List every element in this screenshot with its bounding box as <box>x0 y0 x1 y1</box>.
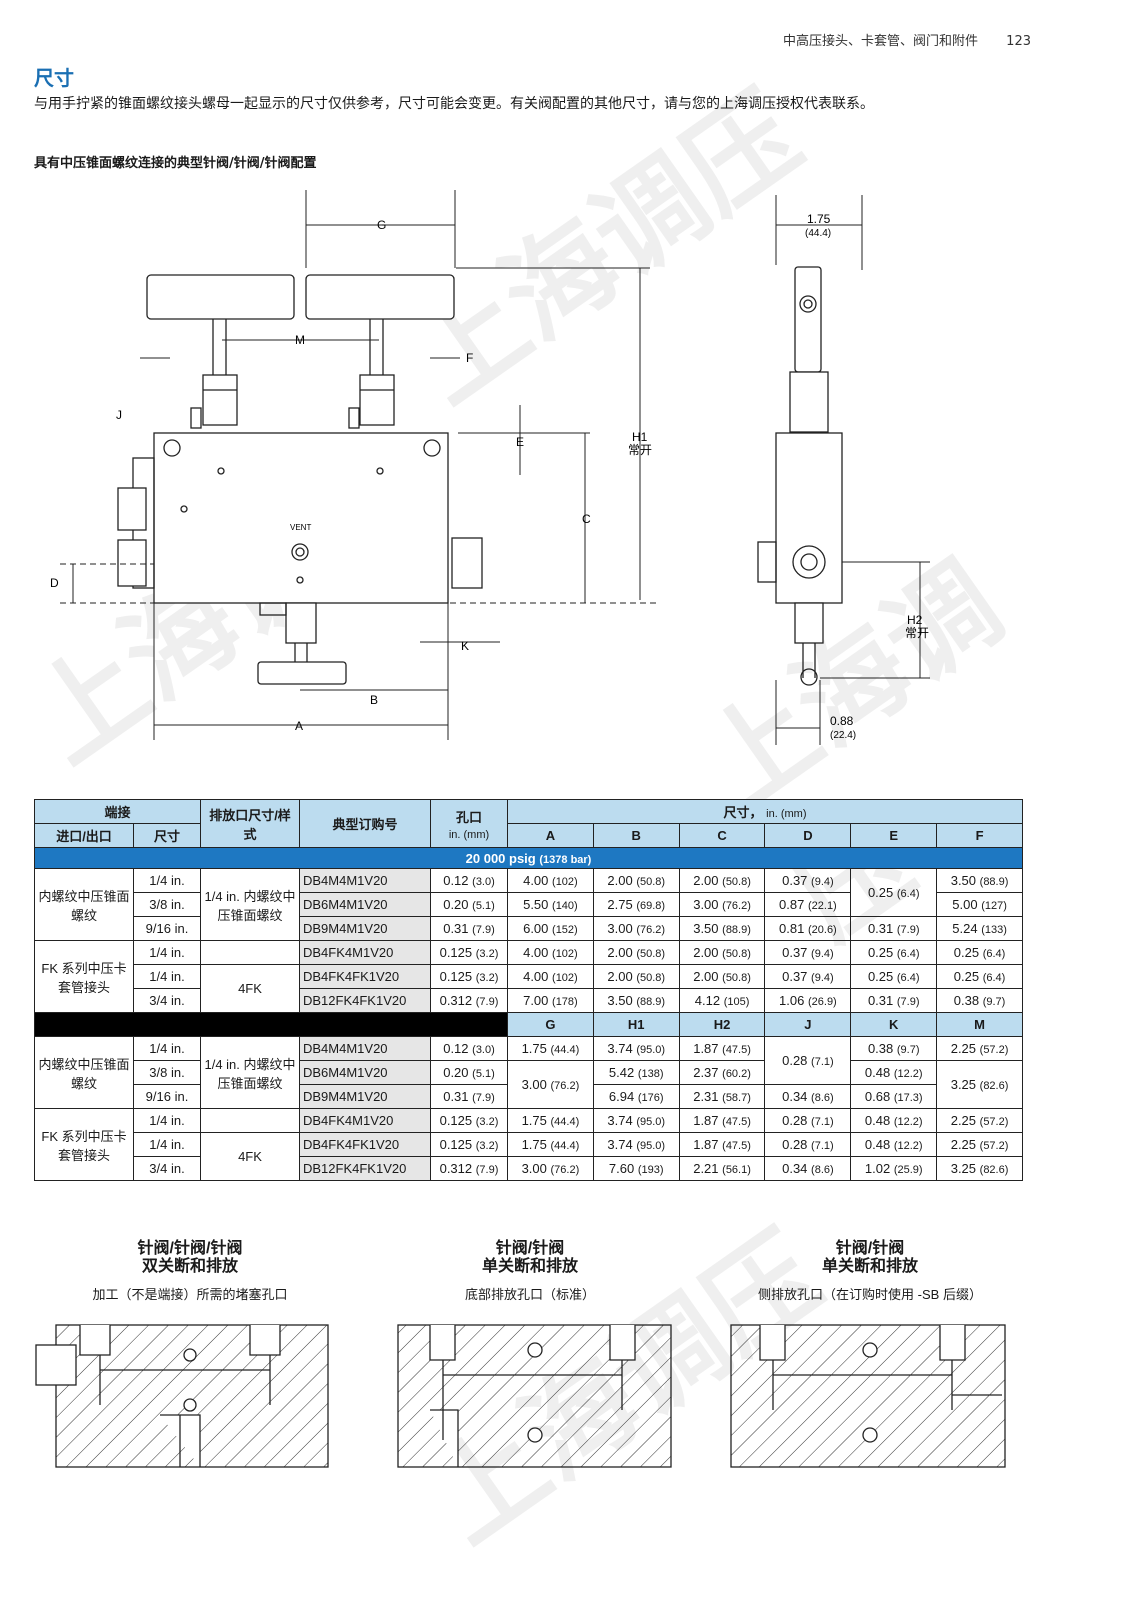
running-header: 中高压接头、卡套管、阀门和附件 123 <box>783 30 1031 49</box>
table-row: 1/4 in. 4FK DB4FK4FK1V20 0.125 (3.2) 1.7… <box>35 1132 1023 1181</box>
dim-label-b: B <box>370 693 378 707</box>
dim-label-j: J <box>116 408 122 422</box>
pressure-band: 20 000 psig (1378 bar) <box>34 847 1023 869</box>
th-col: B <box>592 823 680 848</box>
th-col: D <box>764 823 852 848</box>
running-title: 中高压接头、卡套管、阀门和附件 <box>783 34 979 49</box>
dim-label-g: G <box>377 218 386 232</box>
dim-note-h1: 常开 <box>628 443 652 457</box>
dim-top-width: 1.75 <box>807 212 831 226</box>
table-row: 9/16 in. DB9M4M1V20 0.31 (7.9) 6.00 (152… <box>35 916 1023 941</box>
th-size: 尺寸 <box>133 823 201 848</box>
th-col: E <box>850 823 938 848</box>
dim-label-d: D <box>50 576 59 590</box>
dim-label-h2: H2 <box>907 613 923 627</box>
table-row: 9/16 in. DB9M4M1V20 0.31 (7.9) 6.94 (176… <box>35 1084 1023 1109</box>
valve-dimension-drawing: G M F J E C D H1 常开 VENT K B A H2 常开 1.7… <box>50 190 930 745</box>
th-vent: 排放口尺寸/样式 <box>200 799 300 848</box>
vent-label: VENT <box>290 523 311 532</box>
handle-left <box>146 274 295 320</box>
table-row: FK 系列中压卡套管接头 1/4 in. DB4FK4M1V20 0.125 (… <box>34 1108 1023 1181</box>
dim-label-e: E <box>516 435 524 449</box>
page-number: 123 <box>1006 34 1031 49</box>
intro-text: 与用手拧紧的锥面螺纹接头螺母一起显示的尺寸仅供参考，尺寸可能会变更。有关阀配置的… <box>34 96 874 112</box>
dim-bottom-width-mm: (22.4) <box>830 730 856 741</box>
section-title: 尺寸 <box>34 66 74 90</box>
handle-right <box>305 274 455 320</box>
drawing-subtitle: 具有中压锥面螺纹连接的典型针阀/针阀/针阀配置 <box>34 156 317 171</box>
table-row: 3/4 in. DB12FK4FK1V20 0.312 (7.9) 7.00 (… <box>35 988 1023 1013</box>
th-col: F <box>936 823 1023 848</box>
dim-note-h2: 常开 <box>905 626 929 640</box>
dim-label-m: M <box>295 333 305 347</box>
dim-label-k: K <box>461 639 469 653</box>
th-dims: 尺寸， in. (mm) <box>507 799 1023 824</box>
table-row: 内螺纹中压锥面螺纹 1/4 in. 1/4 in. 内螺纹中压锥面螺纹 DB4M… <box>34 1036 1023 1109</box>
section-caption-3: 针阀/针阀单关断和排放 侧排放孔口（在订购时使用 -SB 后缀） <box>758 1240 982 1302</box>
dim-label-f: F <box>466 351 473 365</box>
th-in-out: 进口/出口 <box>34 823 134 848</box>
dim-top-width-mm: (44.4) <box>805 228 831 239</box>
th-col: A <box>507 823 594 848</box>
th-order: 典型订购号 <box>299 799 431 848</box>
section-caption-2: 针阀/针阀单关断和排放 底部排放孔口（标准） <box>464 1240 595 1302</box>
th-col: C <box>678 823 766 848</box>
table-row: 3/4 in. DB12FK4FK1V20 0.312 (7.9) 3.00 (… <box>35 1156 1023 1181</box>
dim-label-h1: H1 <box>632 430 648 444</box>
table-row: 3/8 in. DB6M4M1V20 0.20 (5.1) 3.00 (76.2… <box>35 1060 1023 1109</box>
dim-label-c: C <box>582 512 591 526</box>
side-body <box>775 432 843 604</box>
table-row: 内螺纹中压锥面螺纹 1/4 in. 1/4 in. 内螺纹中压锥面螺纹 DB4M… <box>34 868 1023 941</box>
dim-bottom-width: 0.88 <box>830 714 854 728</box>
table-row: 1/4 in. 4FK DB4FK4FK1V20 0.125 (3.2) 4.0… <box>35 964 1023 1013</box>
th-ends: 端接 <box>34 799 201 824</box>
section-drawings <box>35 1324 1006 1468</box>
table-row: FK 系列中压卡套管接头 1/4 in. DB4FK4M1V20 0.125 (… <box>34 940 1023 1013</box>
section-caption-1: 针阀/针阀/针阀双关断和排放 加工（不是端接）所需的堵塞孔口 <box>92 1240 288 1302</box>
dim-label-a: A <box>295 719 303 733</box>
